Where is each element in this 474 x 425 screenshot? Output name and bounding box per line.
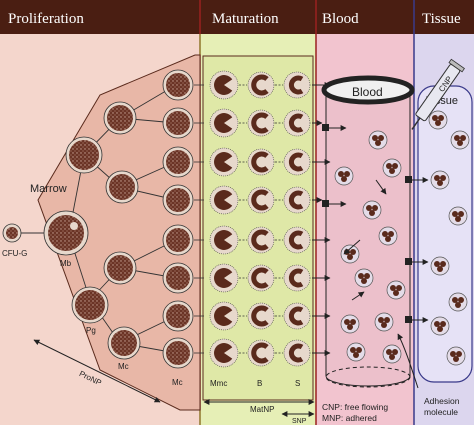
band-cell [247,339,275,367]
myelocyte-cell [162,300,194,332]
maturation-row [194,225,311,255]
neutrophil-cell [430,170,450,190]
header-maturation: Maturation [212,11,279,27]
myelocyte-cell [162,337,194,369]
mb-label: Mb [60,259,72,268]
mc-outer-label: Mc [172,378,183,387]
band-cell [247,264,275,292]
neutrophil-cell [448,206,468,226]
maturation-row [194,301,311,331]
neutrophil-cell [362,200,382,220]
header-bar [0,0,474,34]
metamyelocyte-cell [209,225,239,255]
myelocyte-cell [162,146,194,178]
band-cell [247,148,275,176]
segmented-cell [283,339,311,367]
mnp-legend: MNP: adhered [322,413,377,423]
cfu-g-label: CFU-G [2,249,27,258]
tissue-cells [428,110,470,366]
myelocyte-cell [162,184,194,216]
maturation-row [194,147,311,177]
s-label: S [295,379,300,388]
metamyelocyte-cell [209,70,239,100]
band-cell [247,186,275,214]
snp-label: SNP [292,418,307,425]
metamyelocyte-cell [209,263,239,293]
header-blood: Blood [322,11,359,27]
band-cell [247,226,275,254]
segmented-cell [283,109,311,137]
metamyelocyte-cell [209,185,239,215]
mmc-label: Mmc [210,379,227,388]
marrow-label: Marrow [30,183,67,195]
myelocyte-column-outer [162,69,194,369]
metamyelocyte-cell [209,338,239,368]
myelocyte-cell [162,224,194,256]
vessel-opening [321,75,415,105]
myelocyte-cell [162,262,194,294]
segmented-cell [283,264,311,292]
header-tissue: Tissue [422,11,461,27]
tissue-panel [417,85,473,383]
neutrophil-cell [448,292,468,312]
neutrophil-cell [374,312,394,332]
maturation-row [194,263,311,293]
neutrophil-cell [378,226,398,246]
myelocyte-cell [162,107,194,139]
band-cell [247,302,275,330]
segmented-cell [283,148,311,176]
maturation-row [194,185,311,215]
syringe-icon: CNP [411,58,465,130]
neutrophil-cell [340,244,360,264]
neutrophil-cell [430,316,450,336]
b-label: B [257,379,262,388]
maturation-row [194,70,311,100]
adhesion-label-line2: molecule [424,407,458,417]
blood-vessel [325,90,411,387]
band-cell [247,109,275,137]
blood-cells [334,130,406,364]
neutrophil-cell [368,130,388,150]
neutrophil-cell [340,314,360,334]
segmented-cell [283,302,311,330]
neutrophil-cell [354,268,374,288]
maturation-cell-rows [194,70,311,368]
pg-label: Pg [86,326,96,335]
pronp-arrow [33,339,161,403]
metamyelocyte-cell [209,108,239,138]
segmented-cell [283,186,311,214]
matnp-label: MatNP [250,405,274,414]
segmented-cell [283,71,311,99]
myelocyte-cell [162,69,194,101]
adhesion-label-line1: Adhesion [424,396,460,406]
neutrophil-cell [386,280,406,300]
neutrophil-cell [334,166,354,186]
blood-vessel-label: Blood [352,85,383,99]
neutrophil-cell [346,342,366,362]
neutrophil-cell [428,110,448,130]
header-proliferation: Proliferation [8,11,84,27]
metamyelocyte-cell [209,147,239,177]
metamyelocyte-cell [209,301,239,331]
neutrophil-cell [430,256,450,276]
neutrophil-cell [382,344,402,364]
mc-inner-label: Mc [118,362,129,371]
adhesion-molecules [322,124,412,323]
maturation-row [194,338,311,368]
maturation-row [194,108,311,138]
neutrophil-cell [446,346,466,366]
band-cell [247,71,275,99]
cnp-legend: CNP: free flowing [322,402,388,412]
segmented-cell [283,226,311,254]
neutrophil-cell [382,158,402,178]
neutrophil-cell [450,130,470,150]
